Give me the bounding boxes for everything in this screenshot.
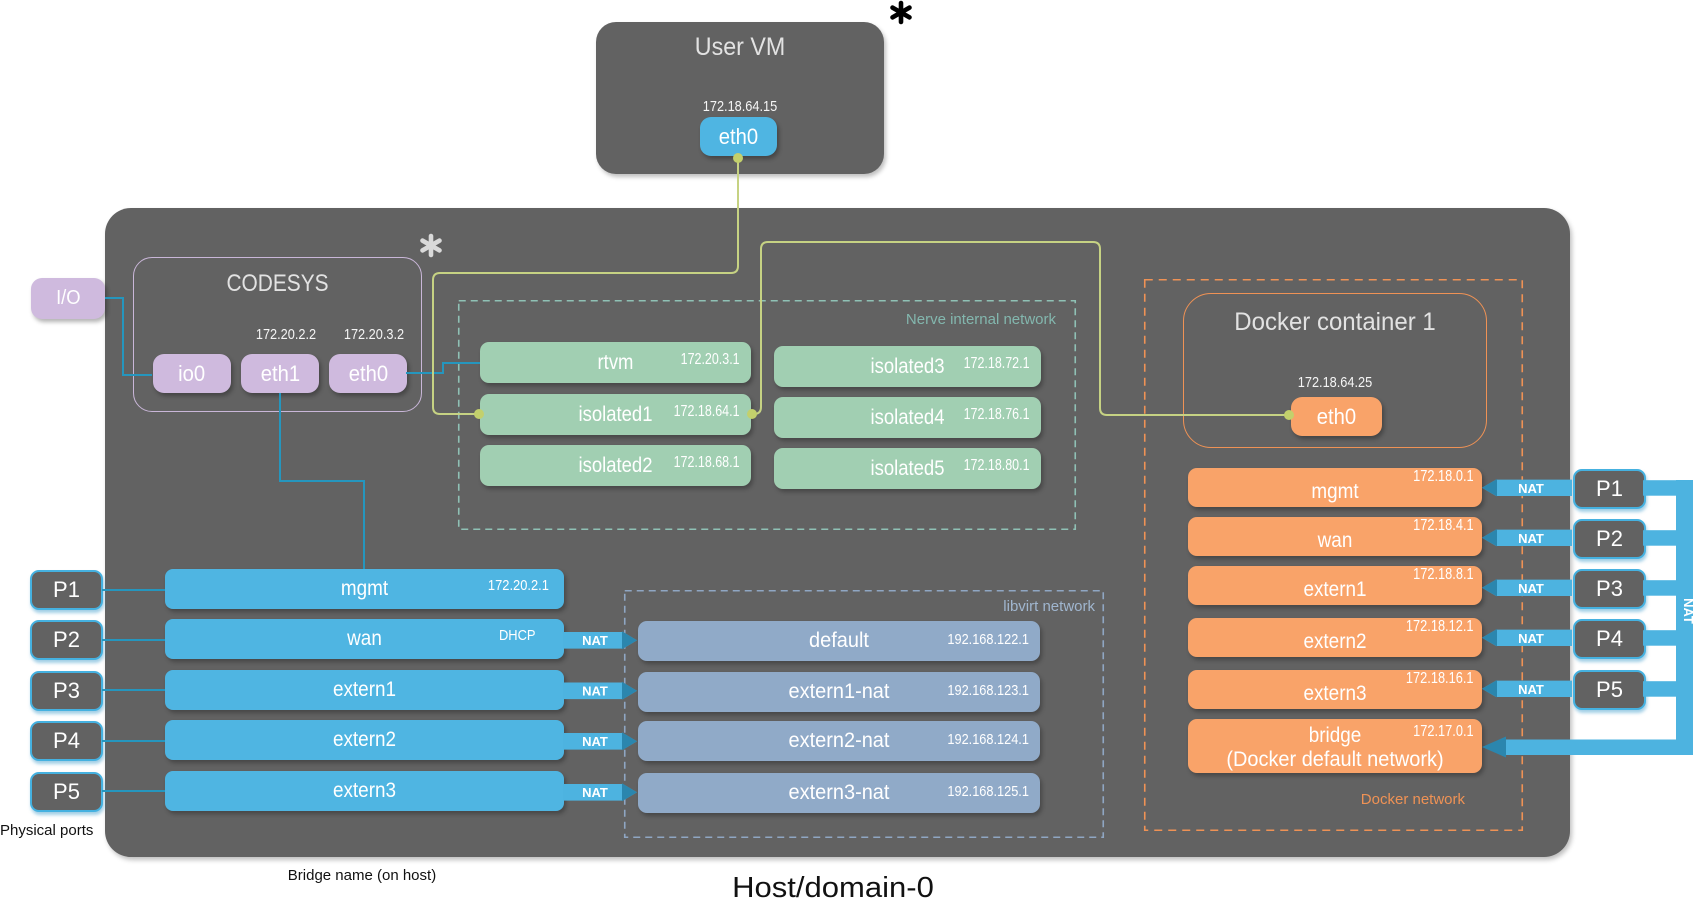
svg-text:NAT: NAT [1518,481,1544,496]
svg-text:NAT: NAT [1681,598,1693,624]
svg-text:NAT: NAT [582,633,608,648]
